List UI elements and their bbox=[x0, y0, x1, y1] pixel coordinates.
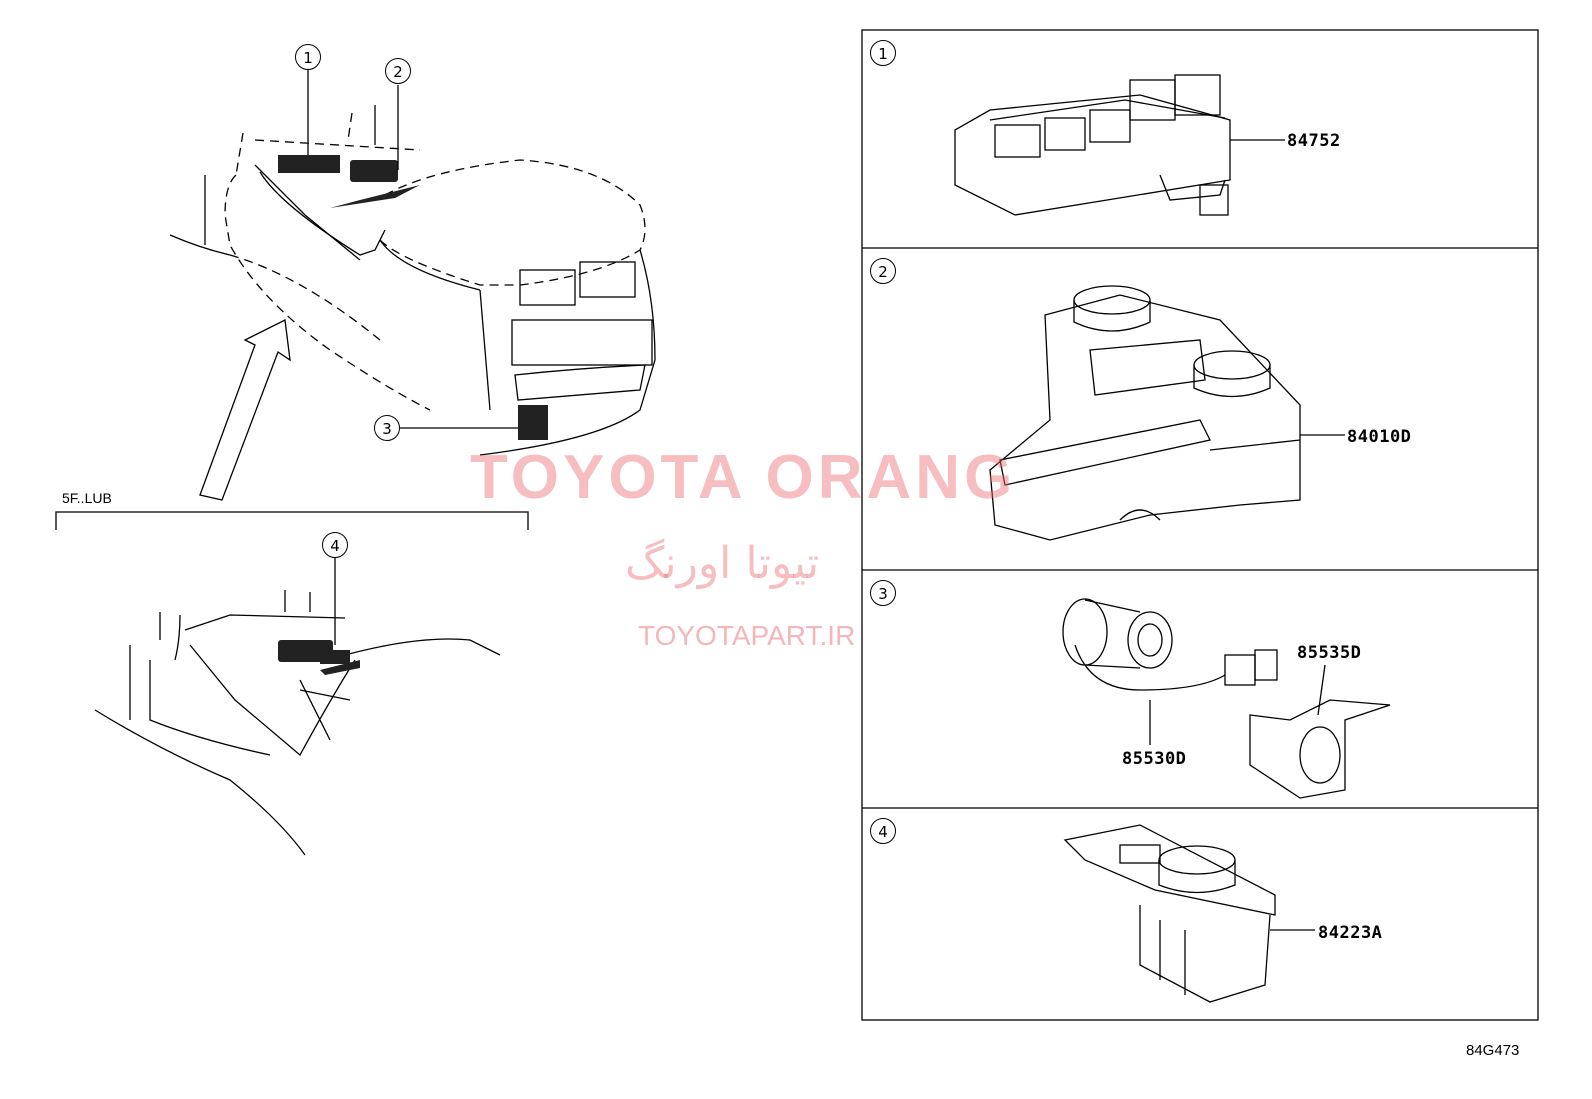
watermark-persian: تیوتا اورنگ bbox=[625, 538, 820, 589]
variant-label: 5F..LUB bbox=[62, 490, 112, 506]
callout-3: 3 bbox=[374, 415, 400, 441]
panel-3-number: 3 bbox=[870, 580, 896, 606]
power-socket-drawing bbox=[1062, 598, 1391, 799]
part-number-85535d[interactable]: 85535D bbox=[1297, 643, 1362, 663]
part-number-84223a[interactable]: 84223A bbox=[1318, 923, 1383, 943]
part-number-84752[interactable]: 84752 bbox=[1287, 131, 1341, 151]
switch-84752-drawing bbox=[954, 74, 1285, 216]
knob-switch-84223a-drawing bbox=[1063, 824, 1315, 1003]
panel-1-number: 1 bbox=[870, 40, 896, 66]
callout-1: 1 bbox=[295, 44, 321, 70]
console-variant bbox=[94, 558, 501, 856]
part-number-84010d[interactable]: 84010D bbox=[1347, 427, 1412, 447]
diagram-code: 84G473 bbox=[1466, 1042, 1520, 1059]
watermark-url: TOYOTAPART.IR bbox=[638, 620, 856, 651]
callout-2: 2 bbox=[385, 58, 411, 84]
watermark-text: TOYOTA ORANG bbox=[470, 443, 1017, 512]
console-overview bbox=[169, 70, 656, 501]
climate-control-84010d-drawing bbox=[989, 285, 1345, 541]
part-number-85530d[interactable]: 85530D bbox=[1122, 749, 1187, 769]
panel-4-number: 4 bbox=[870, 818, 896, 844]
panel-2-number: 2 bbox=[870, 258, 896, 284]
callout-4: 4 bbox=[322, 532, 348, 558]
